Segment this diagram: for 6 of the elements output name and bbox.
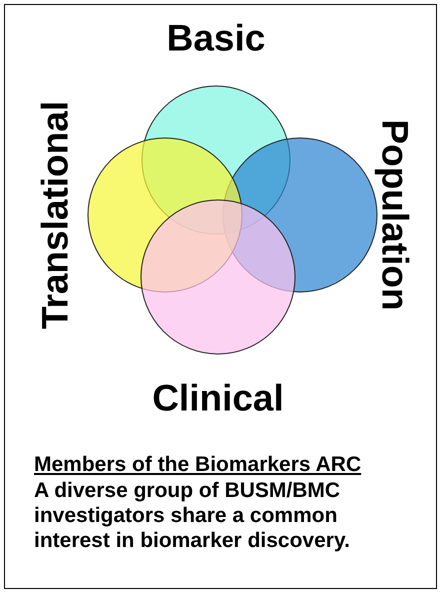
circle-label: Translational [36,100,74,330]
circle-label: Clinical [152,380,284,416]
heading: Members of the Biomarkers ARC [34,453,362,477]
description-text: A diverse group of BUSM/BMC investigators share a common interest in biomarker discovery. [34,478,351,553]
circle-label: Basic [166,20,266,56]
circle-label: Population [376,119,414,311]
